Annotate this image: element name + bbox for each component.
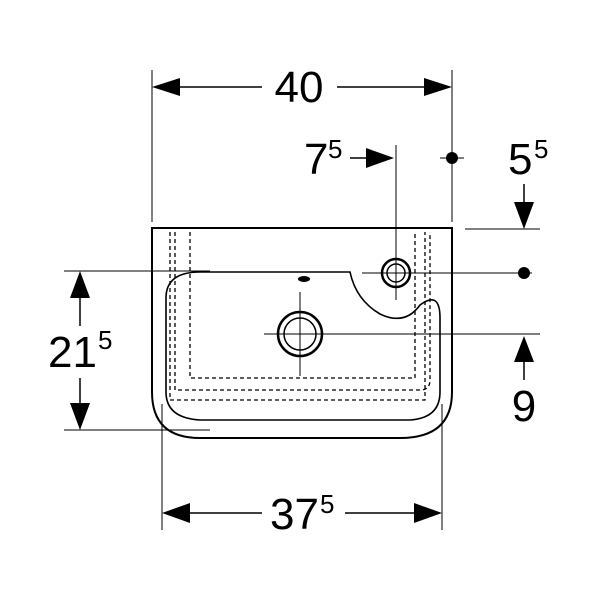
dimension-label-top-width: 40 bbox=[275, 63, 324, 112]
extension-lines bbox=[64, 70, 540, 530]
basin-outline bbox=[151, 227, 453, 439]
dimension-sup-tap-offset: 5 bbox=[328, 134, 342, 164]
dimension-sup-bottom-width: 5 bbox=[320, 489, 334, 519]
dimension-label-tap-offset: 7 bbox=[304, 135, 328, 184]
dimension-sup-tap-depth: 5 bbox=[534, 134, 548, 164]
dimension-label-height: 21 bbox=[48, 328, 97, 377]
dimension-height: 21 5 bbox=[48, 271, 112, 430]
dimension-tap-offset: 7 5 bbox=[304, 134, 394, 184]
basin-bowl-rim bbox=[165, 271, 441, 421]
dimension-sup-height: 5 bbox=[98, 325, 112, 355]
reference-dot-right bbox=[518, 267, 530, 279]
dimension-label-drain-offset: 9 bbox=[512, 382, 536, 431]
overflow-hole bbox=[298, 276, 310, 282]
dimension-tap-depth: 5 5 bbox=[508, 134, 548, 229]
dimension-bottom-width: 37 5 bbox=[162, 489, 442, 539]
dimension-label-bottom-width: 37 bbox=[270, 490, 319, 539]
hidden-lines bbox=[169, 232, 431, 401]
centre-lines bbox=[264, 145, 540, 376]
dimension-drain-offset: 9 bbox=[512, 336, 536, 431]
dimension-label-tap-depth: 5 bbox=[508, 135, 532, 184]
dimension-top-width: 40 bbox=[152, 63, 452, 112]
